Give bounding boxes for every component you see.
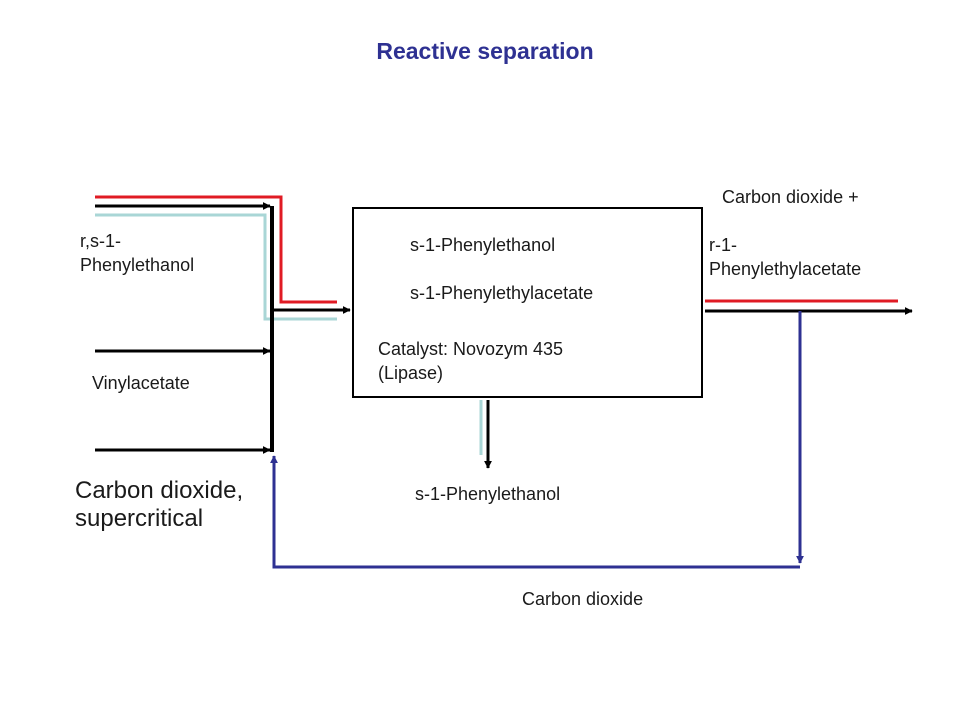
label-vinylacetate: Vinylacetate xyxy=(92,373,190,393)
diagram-title: Reactive separation xyxy=(376,38,594,64)
label-outlet-top-line2: r-1- Phenylethylacetate xyxy=(709,235,862,279)
reactor-line1: s-1-Phenylethanol xyxy=(410,235,556,255)
label-recycle: Carbon dioxide xyxy=(522,589,644,609)
label-co2-supercritical: Carbon dioxide, supercritical xyxy=(75,477,244,532)
reactor-box xyxy=(352,207,703,398)
reactor-catalyst: Catalyst: Novozym 435 (Lipase) xyxy=(378,339,564,383)
co2-recycle-return xyxy=(270,455,800,569)
label-outlet-bottom: s-1-Phenylethanol xyxy=(415,484,561,504)
label-outlet-top-line1: Carbon dioxide + xyxy=(722,187,859,207)
racemate-red-line xyxy=(95,195,337,304)
label-racemate: r,s-1- Phenylethanol xyxy=(80,231,195,275)
vinylacetate-teal-line xyxy=(95,213,337,321)
reactor-line2: s-1-Phenylethylacetate xyxy=(410,283,594,303)
